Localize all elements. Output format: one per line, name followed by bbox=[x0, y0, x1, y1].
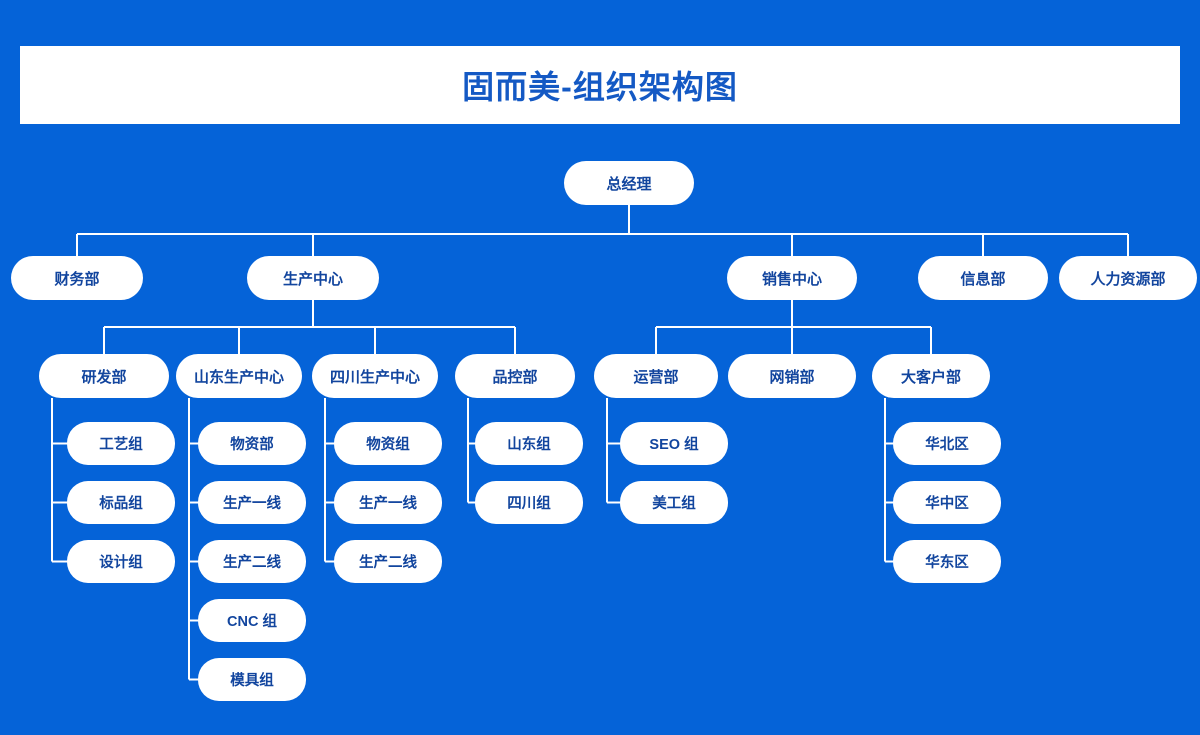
org-node-label: 研发部 bbox=[81, 368, 127, 386]
org-node-label: 总经理 bbox=[606, 175, 652, 193]
org-node-n4[interactable]: 信息部 bbox=[918, 256, 1048, 300]
org-node-label: 信息部 bbox=[960, 270, 1006, 288]
org-node-label: 四川生产中心 bbox=[329, 368, 420, 386]
org-node-n28[interactable]: 华北区 bbox=[893, 422, 1001, 465]
org-node-label: 物资组 bbox=[366, 437, 410, 453]
org-node-n25[interactable]: 四川组 bbox=[475, 481, 583, 524]
org-node-label: 山东组 bbox=[507, 437, 551, 453]
org-node-label: 销售中心 bbox=[761, 270, 822, 288]
org-node-n7[interactable]: 山东生产中心 bbox=[176, 354, 302, 398]
org-node-label: 人力资源部 bbox=[1090, 270, 1166, 288]
org-node-n21[interactable]: 物资组 bbox=[334, 422, 442, 465]
org-node-label: 标品组 bbox=[99, 496, 143, 512]
page-title: 固而美-组织架构图 bbox=[462, 69, 738, 105]
org-node-label: CNC 组 bbox=[227, 614, 277, 630]
org-node-n14[interactable]: 标品组 bbox=[67, 481, 175, 524]
org-node-label: 生产中心 bbox=[282, 270, 343, 288]
org-node-label: SEO 组 bbox=[649, 437, 699, 453]
org-node-label: 华中区 bbox=[925, 496, 969, 512]
org-node-n3[interactable]: 销售中心 bbox=[727, 256, 857, 300]
org-node-n1[interactable]: 财务部 bbox=[11, 256, 143, 300]
org-node-n16[interactable]: 物资部 bbox=[198, 422, 306, 465]
org-node-n2[interactable]: 生产中心 bbox=[247, 256, 379, 300]
org-node-label: 品控部 bbox=[492, 368, 538, 386]
org-node-n6[interactable]: 研发部 bbox=[39, 354, 169, 398]
org-node-n11[interactable]: 网销部 bbox=[728, 354, 856, 398]
org-node-label: 运营部 bbox=[633, 368, 679, 386]
org-node-n22[interactable]: 生产一线 bbox=[334, 481, 442, 524]
org-node-label: 大客户部 bbox=[900, 368, 961, 386]
org-node-n29[interactable]: 华中区 bbox=[893, 481, 1001, 524]
org-node-label: 生产二线 bbox=[223, 555, 281, 571]
org-node-n17[interactable]: 生产一线 bbox=[198, 481, 306, 524]
org-node-label: 华东区 bbox=[925, 555, 969, 571]
org-node-n8[interactable]: 四川生产中心 bbox=[312, 354, 438, 398]
org-node-label: 生产一线 bbox=[359, 496, 417, 512]
org-node-label: 四川组 bbox=[507, 496, 551, 512]
org-node-n30[interactable]: 华东区 bbox=[893, 540, 1001, 583]
org-node-n9[interactable]: 品控部 bbox=[455, 354, 575, 398]
org-node-n26[interactable]: SEO 组 bbox=[620, 422, 728, 465]
org-node-n10[interactable]: 运营部 bbox=[594, 354, 718, 398]
org-node-label: 华北区 bbox=[925, 437, 969, 453]
org-node-label: 模具组 bbox=[230, 673, 274, 689]
org-node-n19[interactable]: CNC 组 bbox=[198, 599, 306, 642]
org-node-n23[interactable]: 生产二线 bbox=[334, 540, 442, 583]
org-node-label: 美工组 bbox=[652, 496, 696, 512]
org-node-label: 生产二线 bbox=[359, 555, 417, 571]
org-node-n24[interactable]: 山东组 bbox=[475, 422, 583, 465]
org-node-label: 设计组 bbox=[99, 555, 143, 571]
org-node-n13[interactable]: 工艺组 bbox=[67, 422, 175, 465]
org-node-label: 物资部 bbox=[230, 437, 274, 453]
org-node-n18[interactable]: 生产二线 bbox=[198, 540, 306, 583]
org-node-n12[interactable]: 大客户部 bbox=[872, 354, 990, 398]
org-node-label: 网销部 bbox=[769, 368, 815, 386]
org-node-n5[interactable]: 人力资源部 bbox=[1059, 256, 1197, 300]
org-node-n0[interactable]: 总经理 bbox=[564, 161, 694, 205]
org-node-label: 财务部 bbox=[54, 270, 100, 288]
org-node-n15[interactable]: 设计组 bbox=[67, 540, 175, 583]
org-node-label: 生产一线 bbox=[223, 496, 281, 512]
org-node-n27[interactable]: 美工组 bbox=[620, 481, 728, 524]
org-node-label: 工艺组 bbox=[99, 437, 143, 453]
org-node-n20[interactable]: 模具组 bbox=[198, 658, 306, 701]
title-banner: 固而美-组织架构图 bbox=[20, 46, 1180, 124]
org-node-label: 山东生产中心 bbox=[193, 368, 284, 386]
